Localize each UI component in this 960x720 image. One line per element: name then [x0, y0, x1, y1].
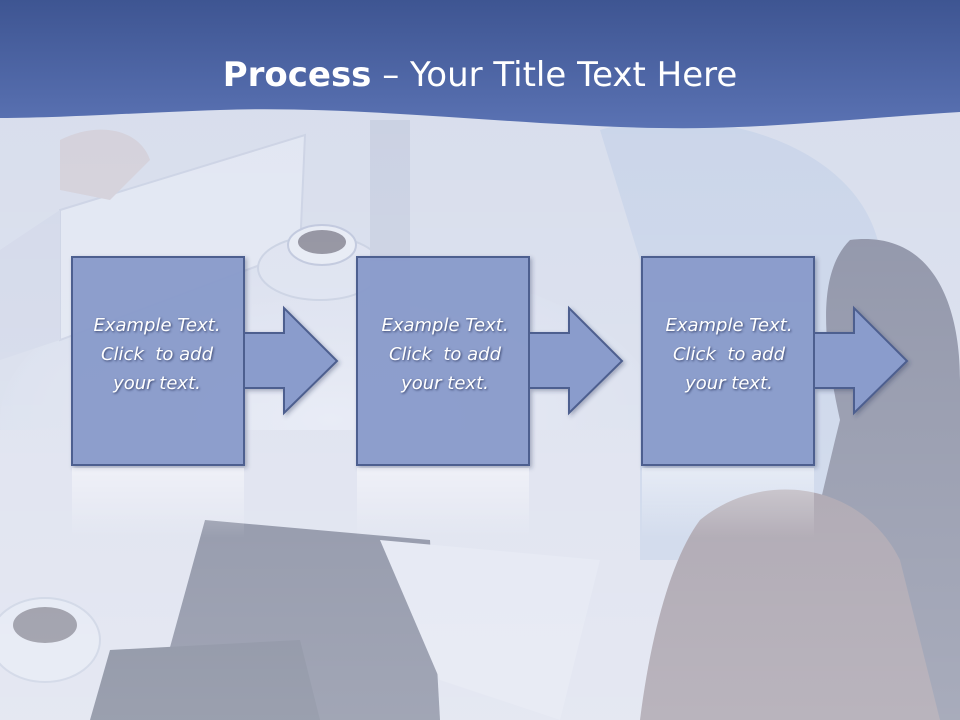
step-1-text[interactable]: Example Text. Click to add your text.	[71, 311, 243, 398]
step-1-line-2: Click to add	[100, 344, 213, 365]
step-3-reflection	[642, 468, 814, 538]
step-3-box	[641, 256, 815, 466]
step-3-arrow	[813, 305, 909, 416]
title-bold-text: Process	[222, 55, 372, 95]
step-1-reflection	[72, 468, 244, 538]
step-1-line-1: Example Text.	[93, 315, 221, 336]
process-step-1[interactable]	[71, 256, 339, 466]
step-2-line-1: Example Text.	[381, 315, 509, 336]
step-3-line-1: Example Text.	[665, 315, 793, 336]
step-2-arrow	[528, 305, 624, 416]
step-2-line-3: your text.	[401, 373, 489, 394]
step-3-line-3: your text.	[685, 373, 773, 394]
slide-title[interactable]: Process – Your Title Text Here	[0, 52, 960, 98]
step-2-text[interactable]: Example Text. Click to add your text.	[359, 311, 531, 398]
step-3-text[interactable]: Example Text. Click to add your text.	[643, 311, 815, 398]
title-banner	[0, 0, 960, 129]
step-1-arrow	[243, 305, 339, 416]
step-2-box	[356, 256, 530, 466]
process-step-3[interactable]	[641, 256, 909, 466]
step-1-line-3: your text.	[113, 373, 201, 394]
step-2-line-2: Click to add	[388, 344, 501, 365]
step-1-box	[71, 256, 245, 466]
step-2-reflection	[357, 468, 529, 538]
process-step-2[interactable]	[356, 256, 624, 466]
title-rest-text: – Your Title Text Here	[371, 55, 738, 95]
step-3-line-2: Click to add	[672, 344, 785, 365]
